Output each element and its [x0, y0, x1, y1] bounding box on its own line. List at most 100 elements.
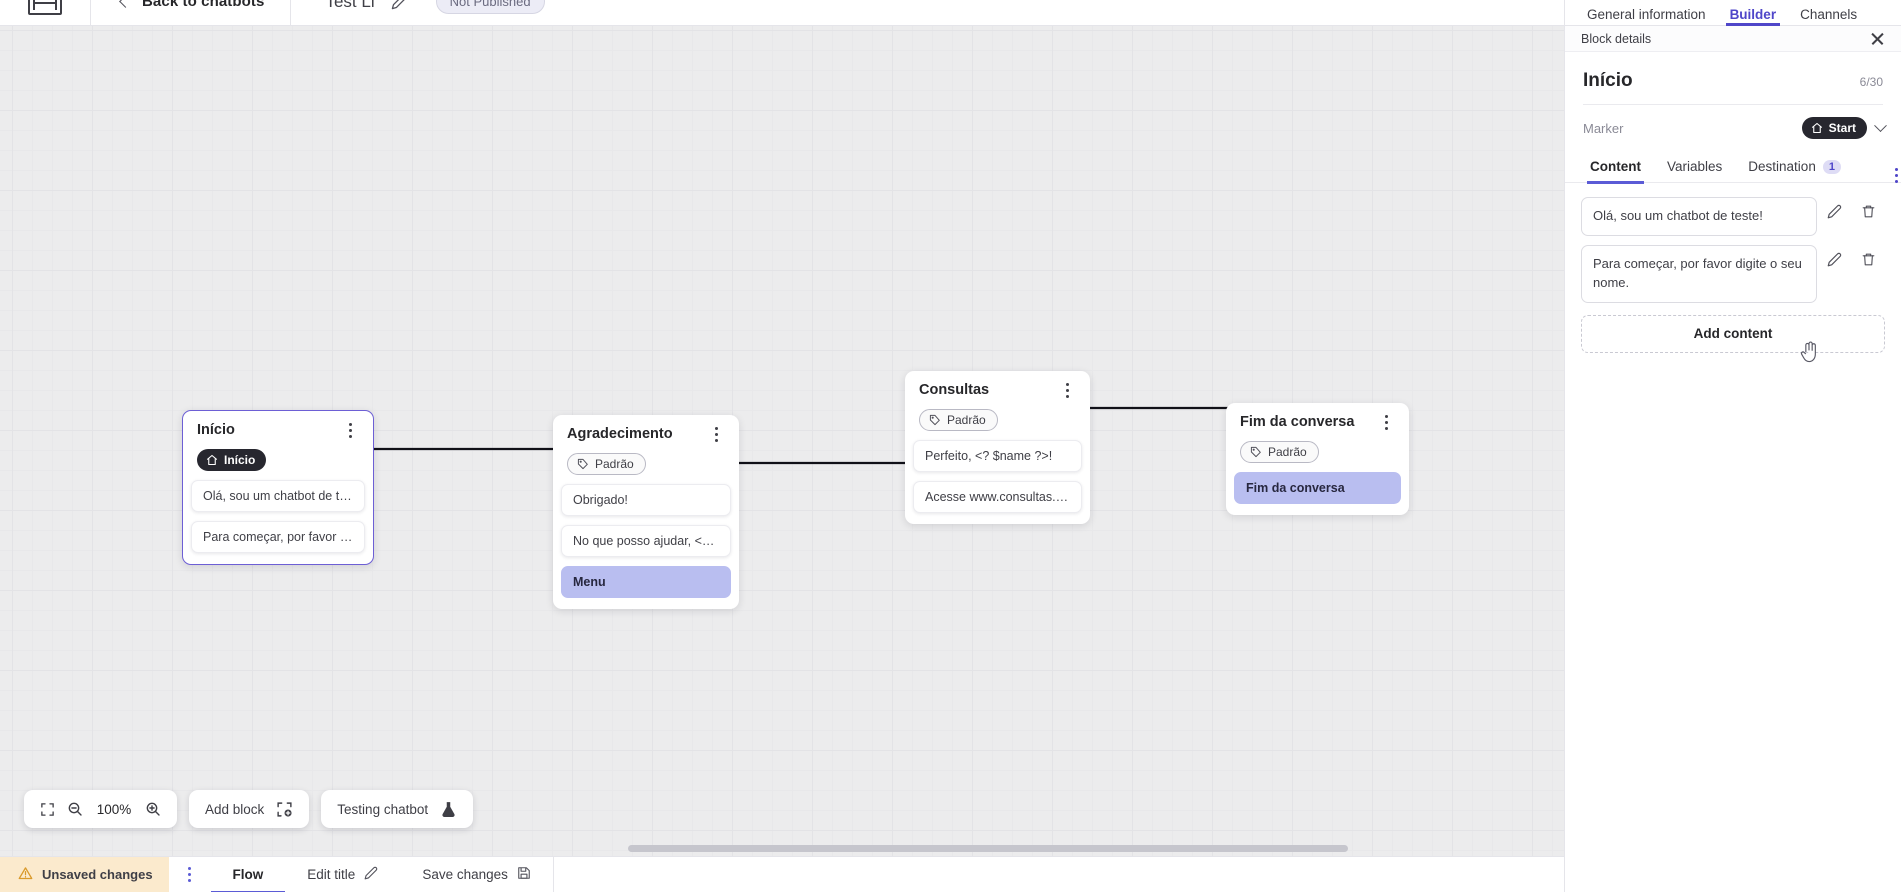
block-title: Início: [197, 422, 235, 438]
zoom-out-icon[interactable]: [67, 801, 83, 817]
save-changes-label: Save changes: [422, 867, 508, 882]
content-text[interactable]: Olá, sou um chatbot de teste!: [1581, 197, 1817, 236]
kebab-menu-icon[interactable]: [709, 426, 725, 444]
canvas-horizontal-scrollbar[interactable]: [0, 845, 1564, 854]
zoom-control: 100%: [24, 790, 177, 828]
marker-select[interactable]: Start: [1801, 117, 1887, 139]
tab-destination[interactable]: Destination 1: [1735, 151, 1854, 183]
app-logo-icon[interactable]: [28, 0, 62, 15]
content-actions: [1817, 197, 1885, 219]
block-tag-default: Padrão: [567, 453, 646, 475]
panel-title-row: Início 6/30: [1565, 52, 1901, 104]
testing-chatbot-label: Testing chatbot: [337, 801, 429, 817]
tab-general-information[interactable]: General information: [1575, 0, 1718, 26]
bottom-status-bar: Unsaved changes Flow Edit title Save cha…: [0, 856, 1564, 892]
scrollbar-thumb[interactable]: [628, 845, 1348, 852]
pencil-icon[interactable]: [1817, 204, 1851, 219]
block-tag-label: Padrão: [595, 457, 634, 471]
block-tag-start: Início: [197, 449, 267, 471]
save-disk-icon: [517, 866, 531, 883]
flow-block-inicio[interactable]: Início Início Olá, sou um chatbot de tes…: [182, 410, 374, 565]
block-header: Agradecimento: [553, 426, 739, 444]
block-message-menu[interactable]: Menu: [561, 566, 731, 598]
kebab-menu-icon[interactable]: [182, 866, 198, 884]
block-message[interactable]: Perfeito, <? $name ?>!: [913, 440, 1082, 472]
kebab-menu-icon[interactable]: [1060, 382, 1076, 400]
save-changes-button[interactable]: Save changes: [400, 857, 553, 892]
top-bar: Back to chatbots Test Li Not Published: [0, 0, 1564, 26]
tab-variables-label: Variables: [1667, 159, 1723, 174]
flow-block-fim-da-conversa[interactable]: Fim da conversa Padrão Fim da conversa: [1226, 403, 1409, 515]
chatbot-name: Test Li: [325, 0, 375, 11]
mouse-cursor: [1800, 341, 1816, 363]
panel-content-tabs: Content Variables Destination 1: [1565, 151, 1901, 184]
content-list: Olá, sou um chatbot de teste! Para começ…: [1565, 183, 1901, 303]
block-message[interactable]: Obrigado!: [561, 484, 731, 516]
destination-badge: 1: [1822, 159, 1841, 174]
block-title: Fim da conversa: [1240, 414, 1355, 430]
warning-triangle-icon: [18, 866, 33, 884]
zoom-level: 100%: [96, 801, 132, 817]
add-content-button[interactable]: Add content: [1581, 314, 1885, 353]
block-tag-label: Início: [224, 453, 256, 467]
pencil-icon[interactable]: [1817, 252, 1851, 267]
testing-chatbot-button[interactable]: Testing chatbot: [321, 790, 474, 828]
zoom-in-icon[interactable]: [145, 801, 161, 817]
block-title: Agradecimento: [567, 426, 673, 442]
marker-label: Marker: [1583, 120, 1624, 136]
block-tag-label: Padrão: [1268, 445, 1307, 459]
block-tag-default: Padrão: [919, 409, 998, 431]
status-tab-flow[interactable]: Flow: [210, 857, 286, 892]
tab-builder-label: Builder: [1729, 6, 1777, 22]
block-message[interactable]: Acesse www.consultas.com par...: [913, 481, 1082, 513]
divider: [1583, 104, 1883, 105]
block-message[interactable]: Para começar, por favor digite o ...: [191, 521, 365, 553]
fit-screen-icon[interactable]: [40, 802, 55, 817]
flask-icon: [440, 801, 457, 818]
close-icon[interactable]: [1870, 31, 1885, 46]
content-actions: [1817, 245, 1885, 267]
chevron-down-icon[interactable]: [1874, 118, 1887, 132]
add-content-label: Add content: [1693, 326, 1773, 342]
block-message-menu[interactable]: Fim da conversa: [1234, 472, 1401, 504]
right-panel: General information Builder Channels Blo…: [1564, 0, 1901, 892]
tab-builder[interactable]: Builder: [1718, 0, 1789, 26]
publish-status-badge: Not Published: [435, 0, 545, 14]
block-header: Fim da conversa: [1226, 414, 1409, 432]
flow-block-agradecimento[interactable]: Agradecimento Padrão Obrigado! No que po…: [553, 415, 739, 609]
block-header: Início: [183, 422, 373, 440]
pencil-icon[interactable]: [391, 0, 408, 10]
back-to-chatbots-label: Back to chatbots: [142, 0, 265, 10]
tab-content[interactable]: Content: [1577, 151, 1654, 184]
status-kebab-button[interactable]: [169, 857, 211, 892]
content-text[interactable]: Para começar, por favor digite o seu nom…: [1581, 244, 1817, 303]
tab-channels[interactable]: Channels: [1788, 0, 1869, 26]
tab-destination-label: Destination: [1748, 159, 1816, 174]
add-block-button[interactable]: Add block: [189, 790, 310, 828]
block-details-header: Block details: [1565, 26, 1901, 52]
marker-value-badge[interactable]: Start: [1801, 117, 1867, 139]
kebab-menu-icon[interactable]: [1379, 414, 1395, 432]
block-count: 6/30: [1859, 75, 1883, 89]
kebab-menu-icon[interactable]: [343, 422, 359, 440]
block-tag-label: Padrão: [947, 413, 986, 427]
chevron-left-icon: [119, 0, 132, 8]
divider: [90, 0, 91, 26]
block-message[interactable]: Olá, sou um chatbot de teste!: [191, 480, 365, 512]
back-to-chatbots-button[interactable]: Back to chatbots: [119, 0, 265, 10]
page-title: Início: [1583, 70, 1633, 91]
divider: [290, 0, 292, 26]
flow-block-consultas[interactable]: Consultas Padrão Perfeito, <? $name ?>! …: [905, 371, 1090, 524]
tab-variables[interactable]: Variables: [1654, 151, 1735, 183]
edit-title-button[interactable]: Edit title: [285, 857, 400, 892]
trash-icon[interactable]: [1851, 204, 1885, 219]
flow-canvas[interactable]: Início Início Olá, sou um chatbot de tes…: [0, 26, 1564, 856]
trash-icon[interactable]: [1851, 252, 1885, 267]
tab-general-information-label: General information: [1587, 6, 1706, 22]
divider: [552, 857, 554, 892]
panel-top-tabs: General information Builder Channels: [1565, 0, 1901, 26]
tab-channels-label: Channels: [1800, 6, 1858, 22]
block-header: Consultas: [905, 382, 1090, 400]
block-message[interactable]: No que posso ajudar, <? $name ...: [561, 525, 731, 557]
pencil-icon: [364, 866, 378, 883]
